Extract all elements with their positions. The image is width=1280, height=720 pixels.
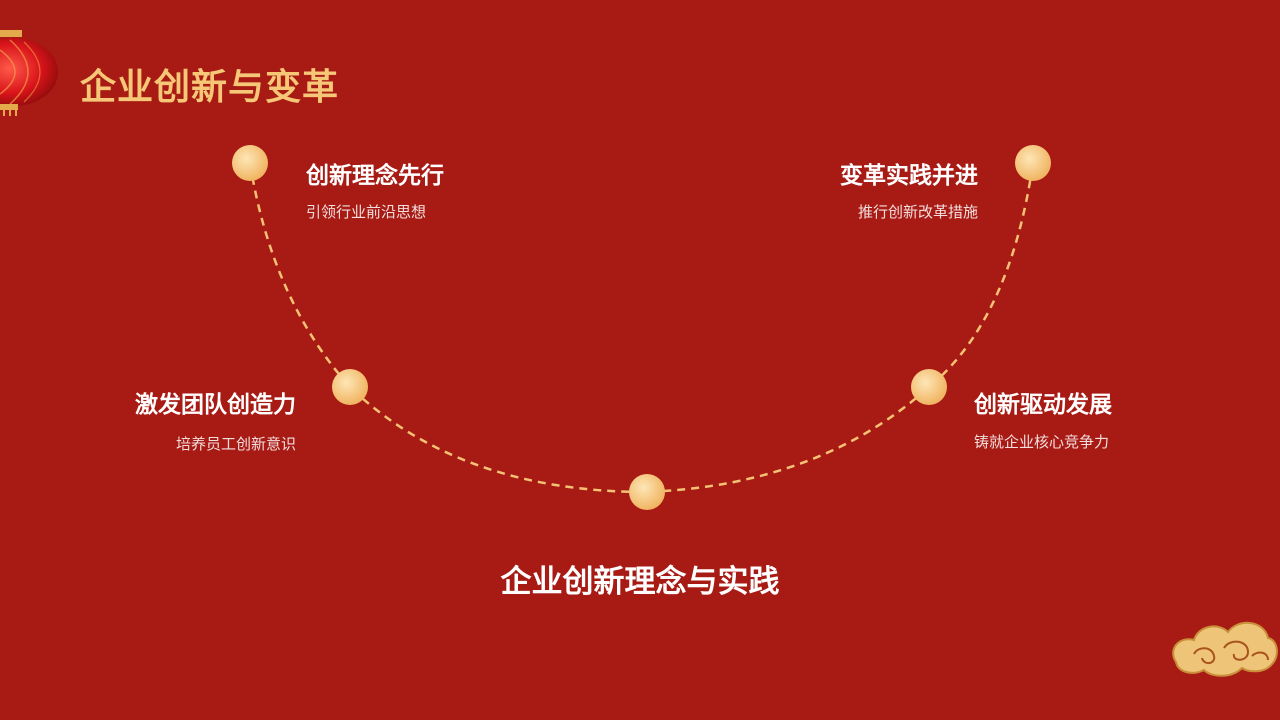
node-desc-team-creativity: 培养员工创新意识 — [175, 435, 296, 453]
node-title-innovation-driven: 创新驱动发展 — [974, 392, 1112, 418]
node-desc-reform-practice: 推行创新改革措施 — [857, 203, 978, 221]
dashed-arc-connector — [248, 162, 1035, 494]
node-dot — [911, 369, 947, 405]
node-dot — [332, 369, 368, 405]
auspicious-cloud-icon — [1172, 622, 1278, 677]
node-title-innovation-concept: 创新理念先行 — [306, 163, 444, 189]
node-dot — [1015, 145, 1051, 181]
node-title-team-creativity: 激发团队创造力 — [135, 392, 296, 418]
center-caption: 企业创新理念与实践 — [500, 564, 780, 600]
node-dot — [232, 145, 268, 181]
node-desc-innovation-concept: 引领行业前沿思想 — [306, 203, 427, 221]
lantern-icon — [0, 30, 58, 116]
node-desc-innovation-driven: 铸就企业核心竞争力 — [974, 433, 1110, 451]
node-dot — [629, 474, 665, 510]
node-title-reform-practice: 变革实践并进 — [840, 163, 978, 189]
page-title: 企业创新与变革 — [80, 67, 340, 108]
